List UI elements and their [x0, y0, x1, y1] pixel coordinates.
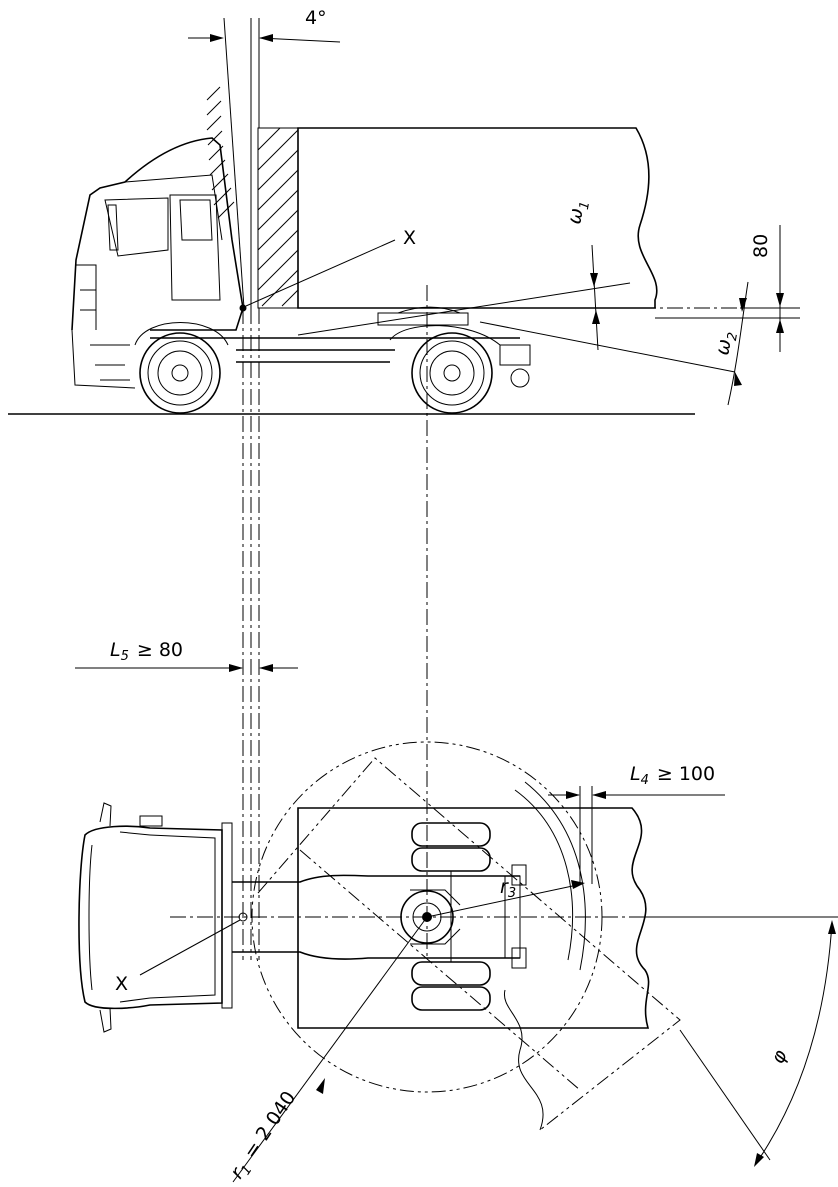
- label-l4: L4 ≥ 100: [630, 763, 715, 788]
- cab-top-inner: [88, 844, 93, 991]
- r3-symbol: r: [500, 876, 509, 898]
- cab-top-roof-line: [119, 831, 151, 1003]
- arrow-phi-bot: [754, 1153, 764, 1167]
- cab-rear-panel: [221, 822, 233, 1009]
- cab-outline: [71, 137, 244, 331]
- l4-subscript: 4: [641, 773, 649, 788]
- mirror-top-right: [99, 1007, 112, 1033]
- fifth-wheel-inner: [412, 902, 442, 932]
- r3-subscript: 3: [508, 886, 516, 901]
- omega2-symbol: ω: [711, 337, 735, 357]
- phi-rotated-line: [679, 1029, 771, 1161]
- cab-window-side: [179, 199, 213, 241]
- arrow-angle-left: [210, 34, 224, 42]
- omega2-subscript: 2: [725, 331, 741, 342]
- r3-arc: [514, 789, 573, 961]
- phi-arc: [754, 921, 833, 1166]
- fifth-wheel-top: [400, 890, 454, 944]
- cab-window-front: [104, 197, 169, 257]
- cab-top: [78, 825, 223, 1010]
- label-80: 80: [750, 234, 772, 258]
- arrow-l4-right: [592, 791, 606, 799]
- cab-door: [169, 194, 221, 301]
- chassis-frame: [150, 337, 520, 363]
- cab-rear-hatch: [206, 86, 235, 219]
- r1-leader: [232, 916, 428, 1183]
- arrow-r3: [571, 880, 585, 889]
- omega2-dim: [727, 281, 749, 406]
- rear-lamp: [499, 344, 531, 366]
- arrow-omega1-top: [590, 273, 598, 287]
- point-x-top: [238, 912, 248, 922]
- cab-roof-spoiler: [124, 174, 223, 241]
- cab-mirror: [107, 204, 119, 251]
- cab-front-panel: [76, 264, 97, 330]
- omega2-line: [479, 321, 736, 373]
- trailer-rotated-inner: [299, 849, 581, 1091]
- chassis-rail-bottom: [232, 951, 520, 960]
- arrow-omega1-bot: [592, 310, 600, 324]
- tilt-line: [223, 17, 245, 309]
- arrow-r1: [316, 1078, 325, 1094]
- rear-wheel: [411, 332, 493, 414]
- front-wheel: [139, 332, 221, 414]
- arrow-80-bot: [776, 319, 784, 333]
- mirror-top-left: [99, 802, 112, 827]
- leader-x-side: [245, 239, 396, 307]
- front-wheel-arch: [134, 322, 229, 346]
- label-omega1: ω1: [563, 198, 593, 226]
- tow-bracket: [511, 864, 527, 886]
- arrow-omega2-bot: [734, 372, 742, 386]
- r1-value: = 2 040: [239, 1087, 300, 1163]
- tow-bracket-lower: [511, 947, 527, 969]
- l5-value: ≥ 80: [137, 639, 183, 661]
- label-omega2: ω2: [711, 329, 741, 357]
- l5-symbol: L: [110, 639, 121, 661]
- rear-mudguard: [389, 325, 520, 346]
- omega1-symbol: ω: [563, 206, 587, 226]
- fifth-wheel-side: [377, 312, 469, 326]
- cab-top-roof: [149, 834, 216, 999]
- leader-x-top: [139, 919, 241, 976]
- arrow-phi-top: [828, 920, 836, 934]
- label-l5: L5 ≥ 80: [110, 639, 183, 664]
- l5-subscript: 5: [121, 649, 129, 664]
- trailer-rotated-end: [503, 989, 544, 1131]
- side-view: X 4° 80 ω1 ω2: [8, 7, 800, 415]
- trailer-top-rotated: [257, 757, 681, 1131]
- trailer-wall-hatch: [257, 127, 299, 307]
- l5-dimension: L5 ≥ 80: [75, 639, 298, 672]
- arrow-angle-right: [259, 34, 273, 42]
- label-phi: φ: [767, 1046, 792, 1067]
- trailer-box-side: [297, 127, 658, 309]
- cab-step: [71, 329, 136, 389]
- top-view: X r3 L4 ≥ 100 r1= 2 040 φ: [78, 741, 838, 1184]
- cab-lower-trim: [90, 344, 130, 381]
- l4-symbol: L: [630, 763, 641, 785]
- l4-value: ≥ 100: [657, 763, 715, 785]
- omega1-line: [297, 282, 631, 336]
- chassis-rail-top: [232, 874, 520, 883]
- rear-lamp-round: [510, 368, 530, 388]
- arrow-80-top: [776, 293, 784, 307]
- omega1-subscript: 1: [577, 200, 593, 211]
- trailer-front-wall: [257, 127, 299, 309]
- omega1-dim: [591, 244, 599, 351]
- label-x-top: X: [115, 973, 128, 995]
- label-x-side: X: [403, 227, 416, 249]
- arrow-l4-left: [566, 791, 580, 799]
- label-r1: r1= 2 040: [226, 1087, 303, 1184]
- r3-radius-line: [426, 883, 583, 918]
- label-r3: r3: [500, 876, 516, 901]
- angle-dim-right: [259, 37, 341, 43]
- fifth-wheel-ramps: [410, 889, 461, 945]
- cab-roof-vent: [139, 815, 163, 827]
- label-angle-4: 4°: [305, 7, 327, 29]
- fifth-wheel-plate: [397, 306, 461, 314]
- trailer-top-straight: [297, 807, 650, 1029]
- r3-arc-outer: [524, 781, 586, 971]
- arrow-omega2-top: [739, 298, 747, 312]
